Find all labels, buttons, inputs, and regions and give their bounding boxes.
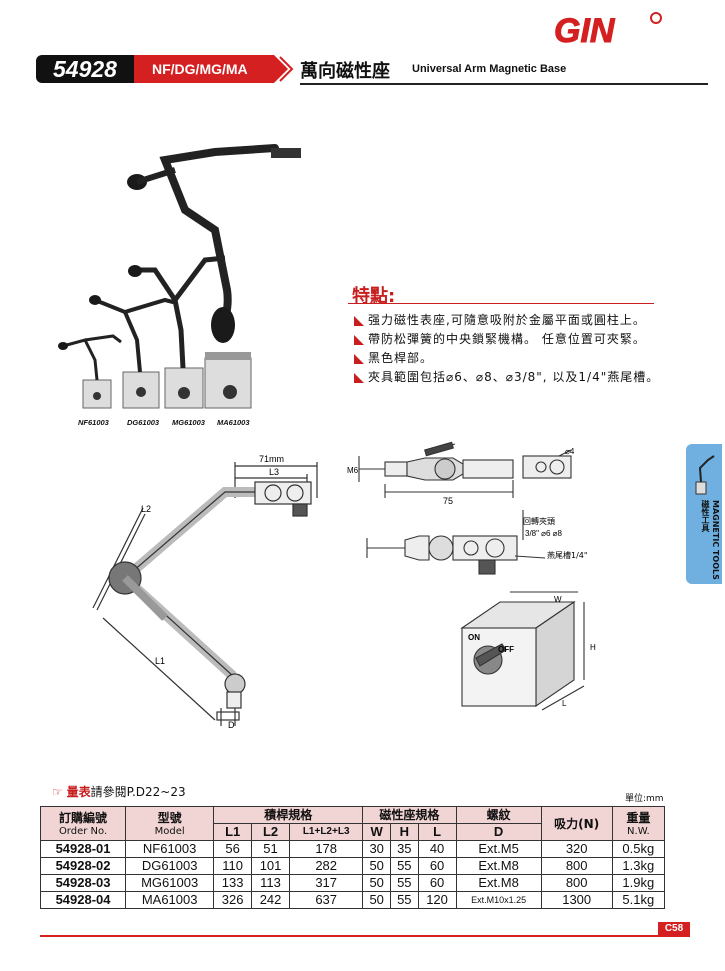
header-thread: 螺紋: [455, 806, 542, 824]
svg-text:71mm: 71mm: [259, 454, 284, 464]
reference-prefix: 量表: [66, 785, 91, 799]
variant-label: NF/DG/MG/MA: [152, 61, 248, 77]
svg-text:3/8" ⌀6 ⌀8: 3/8" ⌀6 ⌀8: [525, 529, 562, 538]
caption-ma: MA61003: [217, 418, 250, 427]
svg-text:ON: ON: [468, 633, 480, 642]
caption-nf: NF61003: [78, 418, 109, 427]
header-lsum: L1+L2+L3: [288, 823, 364, 841]
feature-item: 强力磁性表座,可隨意吸附於金屬平面或圓柱上。: [352, 312, 672, 329]
magnetic-base-drawing: ON OFF W H L: [460, 591, 596, 711]
svg-text:L2: L2: [141, 504, 151, 514]
svg-text:D: D: [228, 720, 235, 728]
reference-text: 請參閱P.D22~23: [90, 785, 186, 799]
feature-item: 夾具範圍包括⌀6、⌀8、⌀3/8", 以及1/4"燕尾槽。: [352, 369, 672, 386]
svg-text:回轉夾頭: 回轉夾頭: [523, 516, 555, 526]
svg-text:GIN: GIN: [554, 12, 616, 48]
header-underline: [300, 83, 708, 85]
header-force: 吸力(N): [540, 806, 613, 841]
svg-text:L1: L1: [155, 656, 165, 666]
header-red-band: [134, 55, 294, 83]
header-w: W: [362, 823, 391, 841]
side-category-tab: MAGNETIC TOOLS 磁性工具: [686, 444, 722, 584]
arm-dimension-drawing: 71mm L3 L2 L1 D: [92, 454, 318, 728]
header-l: L: [417, 823, 457, 841]
features-list: 强力磁性表座,可隨意吸附於金屬平面或圓柱上。 帶防松彈簧的中央鎖緊機構。 任意位…: [352, 312, 672, 388]
svg-text:OFF: OFF: [498, 645, 514, 654]
hand-pointer-icon: ☞: [52, 785, 63, 799]
features-divider: [348, 303, 654, 304]
feature-item: 帶防松彈簧的中央鎖緊機構。 任意位置可夾緊。: [352, 331, 672, 348]
svg-text:M6: M6: [347, 466, 359, 475]
svg-text:75: 75: [443, 496, 453, 506]
svg-text:L: L: [562, 699, 567, 708]
product-photo: [58, 144, 301, 409]
header-h: H: [389, 823, 419, 841]
features-title: 特點:: [352, 286, 396, 307]
title-english: Universal Arm Magnetic Base: [412, 63, 567, 75]
svg-text:L3: L3: [269, 467, 279, 477]
unit-label: 單位:mm: [625, 794, 664, 804]
header-l2: L2: [251, 823, 290, 841]
svg-text:⌀4: ⌀4: [565, 447, 575, 456]
header-l1: L1: [213, 823, 253, 841]
side-tab-chinese: 磁性工具: [701, 500, 710, 532]
footer-rule: [40, 935, 690, 937]
svg-text:W: W: [554, 595, 562, 604]
caption-mg: MG61003: [172, 418, 205, 427]
header-arm-spec: 積桿規格: [213, 806, 364, 824]
reference-note: ☞ 量表請參閱P.D22~23: [52, 783, 186, 800]
gin-logo: GIN: [554, 12, 662, 48]
feature-item: 黑色桿部。: [352, 350, 672, 367]
caption-dg: DG61003: [127, 418, 160, 427]
model-number-badge: 54928: [36, 55, 134, 83]
header-base-spec: 磁性座規格: [362, 806, 457, 824]
header-d: D: [455, 823, 542, 841]
title-chinese: 萬向磁性座: [300, 61, 390, 82]
svg-text:H: H: [590, 643, 596, 652]
magnetic-tool-icon: [695, 455, 715, 495]
side-tab-english: MAGNETIC TOOLS: [711, 500, 720, 580]
svg-text:燕尾槽1/4": 燕尾槽1/4": [547, 550, 588, 560]
page-number: C58: [658, 922, 690, 936]
clamp-detail-drawing: M6 75 ⌀4 回轉夾頭 3/8" ⌀6 ⌀8 燕尾槽1/4": [347, 441, 588, 575]
